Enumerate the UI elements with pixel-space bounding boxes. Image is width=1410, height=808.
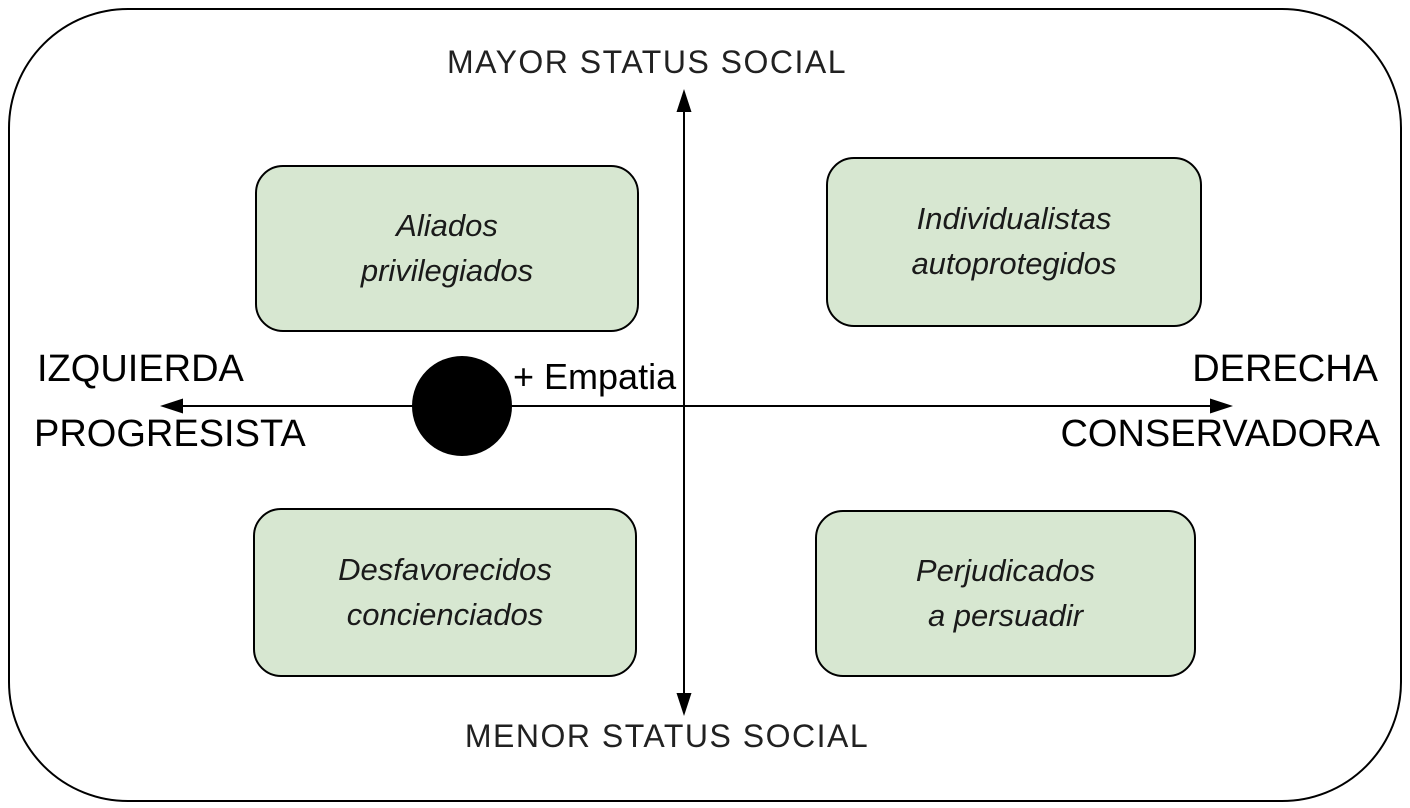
axis-label-right-line1: DERECHA <box>1192 348 1378 390</box>
quadrant-box-bottom-right: Perjudicados a persuadir <box>815 510 1196 677</box>
axis-label-left-line2: PROGRESISTA <box>34 413 306 455</box>
axis-label-left-line1: IZQUIERDA <box>37 348 244 390</box>
quadrant-box-top-right: Individualistas autoprotegidos <box>826 157 1202 327</box>
axis-label-right-line2: CONSERVADORA <box>1060 413 1380 455</box>
empathy-axis-label: + Empatia <box>513 356 677 397</box>
quadrant-box-top-left: Aliados privilegiados <box>255 165 639 332</box>
outer-frame <box>8 8 1402 802</box>
quadrant-box-bottom-left: Desfavorecidos concienciados <box>253 508 637 677</box>
axis-label-bottom: MENOR STATUS SOCIAL <box>464 718 870 754</box>
axis-label-top: MAYOR STATUS SOCIAL <box>446 44 848 80</box>
